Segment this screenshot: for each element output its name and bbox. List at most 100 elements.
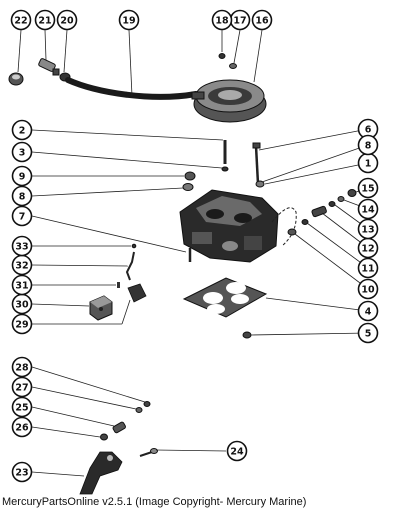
callout-number: 29 <box>15 320 28 331</box>
callout-number: 32 <box>15 261 28 272</box>
part-12-spring <box>311 205 327 218</box>
part-29-bracket <box>127 283 147 303</box>
callout-ring <box>357 134 379 156</box>
part-5-nut <box>242 331 252 339</box>
callout-ring <box>11 165 33 187</box>
callout-number: 27 <box>15 383 28 394</box>
callout-ring <box>357 218 379 240</box>
callout-19: 19 <box>118 9 140 31</box>
part-13-plunger <box>328 201 336 207</box>
part-carburetor-body <box>179 189 279 263</box>
callout-ring <box>11 119 33 141</box>
callout-number: 8 <box>365 141 372 152</box>
part-23-lever <box>79 451 123 495</box>
callout-ring <box>34 9 56 31</box>
part-28-nut <box>143 401 151 407</box>
carburetor-exploded-diagram: 1234567889101112131415161718192021222324… <box>8 9 379 495</box>
callout-8: 8 <box>357 134 379 156</box>
callout-8: 8 <box>11 185 33 207</box>
part-18-screw <box>218 53 226 59</box>
part-11-seat <box>301 219 309 225</box>
callout-ring <box>118 9 140 31</box>
callout-29: 29 <box>11 313 33 335</box>
callout-ring <box>11 396 33 418</box>
callout-number: 13 <box>361 225 374 236</box>
callout-15: 15 <box>357 177 379 199</box>
callout-27: 27 <box>11 376 33 398</box>
callout-number: 19 <box>122 16 135 27</box>
part-30-block <box>89 295 113 321</box>
callout-ring <box>11 313 33 335</box>
callout-number: 9 <box>19 172 26 183</box>
callout-18: 18 <box>211 9 233 31</box>
part-15-plug <box>347 189 357 197</box>
callout-17: 17 <box>229 9 251 31</box>
callout-31: 31 <box>11 274 33 296</box>
callout-ring <box>251 9 273 31</box>
callout-number: 23 <box>15 468 28 479</box>
callout-ring <box>211 9 233 31</box>
part-3-nut <box>221 166 229 172</box>
callout-number: 18 <box>215 16 229 27</box>
callout-25: 25 <box>11 396 33 418</box>
callout-23: 23 <box>11 461 33 483</box>
part-32-link-rod <box>125 251 135 281</box>
callout-number: 3 <box>19 148 26 159</box>
callout-number: 20 <box>60 16 74 27</box>
callout-number: 5 <box>365 329 372 340</box>
callout-number: 25 <box>15 403 28 414</box>
callout-number: 4 <box>365 307 372 318</box>
callout-number: 22 <box>14 16 27 27</box>
callout-21: 21 <box>34 9 56 31</box>
callout-ring <box>11 416 33 438</box>
callout-32: 32 <box>11 254 33 276</box>
callout-number-layer: 1234567889101112131415161718192021222324… <box>10 9 379 483</box>
callout-11: 11 <box>357 257 379 279</box>
callout-9: 9 <box>11 165 33 187</box>
callout-ring <box>11 235 33 257</box>
callout-number: 15 <box>361 184 374 195</box>
callout-number: 11 <box>361 264 374 275</box>
part-31-clip <box>117 282 120 288</box>
callout-ring <box>11 185 33 207</box>
callout-number: 17 <box>233 16 246 27</box>
part-17-washer <box>229 63 237 69</box>
callout-16: 16 <box>251 9 273 31</box>
callout-ring <box>11 141 33 163</box>
callout-ring <box>357 322 379 344</box>
callout-ring <box>11 356 33 378</box>
callout-ring <box>357 177 379 199</box>
callout-22: 22 <box>10 9 32 31</box>
callout-number: 30 <box>15 300 29 311</box>
part-24-screw <box>139 448 158 457</box>
callout-24: 24 <box>226 440 248 462</box>
callout-ring <box>56 9 78 31</box>
part-16-fuel-pump <box>191 79 267 123</box>
callout-3: 3 <box>11 141 33 163</box>
part-9-nut <box>184 171 196 181</box>
callout-20: 20 <box>56 9 78 31</box>
callout-4: 4 <box>357 300 379 322</box>
callout-number: 10 <box>361 285 375 296</box>
callout-ring <box>11 274 33 296</box>
part-4-base-gasket <box>182 277 268 318</box>
callout-number: 21 <box>38 16 51 27</box>
callout-1: 1 <box>357 152 379 174</box>
callout-ring <box>226 440 248 462</box>
callout-12: 12 <box>357 237 379 259</box>
callout-number: 31 <box>15 281 28 292</box>
callout-number: 26 <box>15 423 29 434</box>
callout-13: 13 <box>357 218 379 240</box>
callout-number: 8 <box>19 192 26 203</box>
callout-ring <box>11 461 33 483</box>
callout-number: 7 <box>19 212 26 223</box>
callout-ring <box>357 257 379 279</box>
callout-ring <box>11 205 33 227</box>
callout-2: 2 <box>11 119 33 141</box>
part-1-washer <box>255 180 265 188</box>
callout-5: 5 <box>357 322 379 344</box>
callout-26: 26 <box>11 416 33 438</box>
callout-33: 33 <box>11 235 33 257</box>
part-26-spacer <box>100 433 108 441</box>
part-27-washer <box>135 407 143 413</box>
